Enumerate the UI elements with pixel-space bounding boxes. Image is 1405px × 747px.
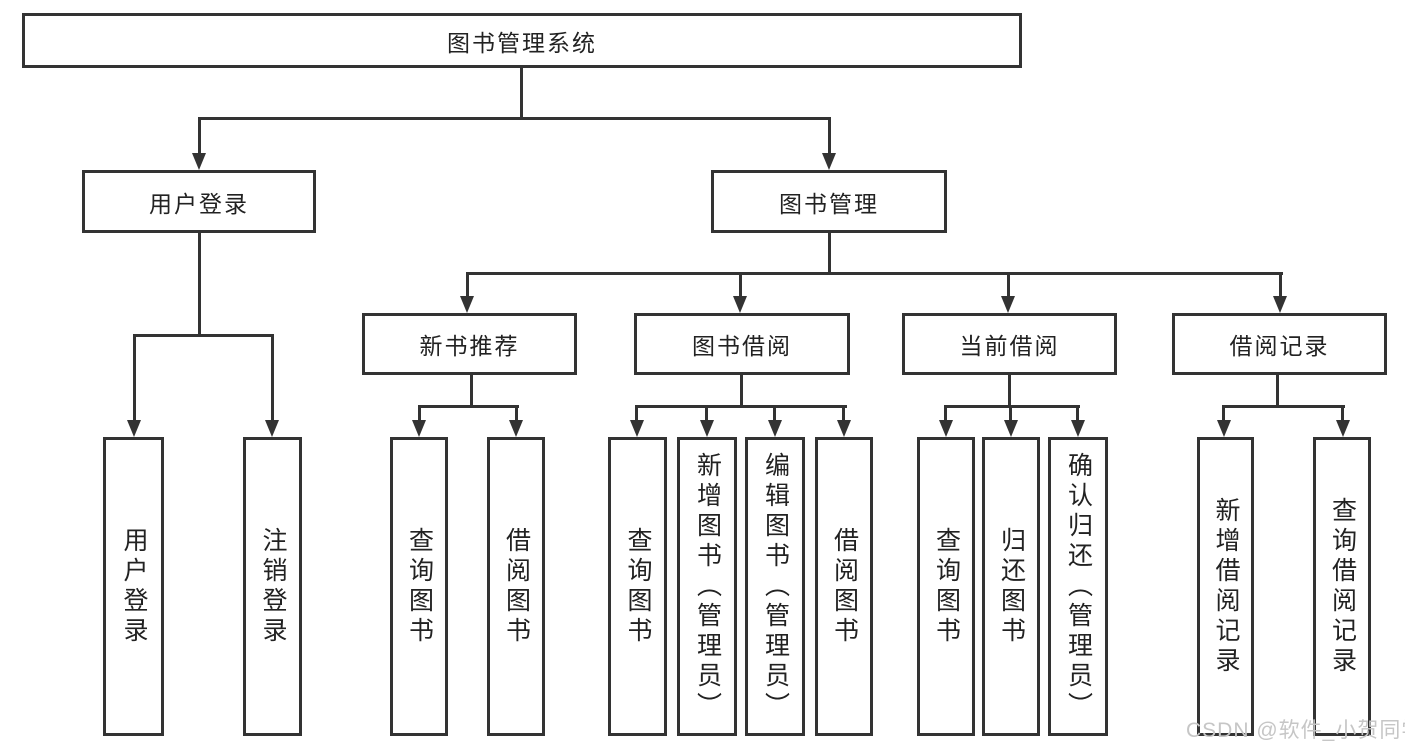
leaf-edit-books-admin: 编辑图书（管理员）: [745, 437, 805, 736]
leaf-logout-login: 注销登录: [243, 437, 302, 736]
connector-line: [636, 405, 847, 408]
leaf-query-borrow-record: 查询借阅记录: [1313, 437, 1371, 736]
arrow-down-icon: [1336, 420, 1350, 437]
node-library-system: 图书管理系统: [22, 13, 1022, 68]
connector-line: [1222, 405, 1225, 420]
connector-line: [466, 272, 1283, 275]
leaf-user-login: 用户登录: [103, 437, 164, 736]
arrow-down-icon: [768, 420, 782, 437]
connector-line: [515, 405, 518, 420]
connector-line: [1008, 375, 1011, 407]
arrow-down-icon: [265, 420, 279, 437]
connector-line: [1223, 405, 1345, 408]
arrow-down-icon: [127, 420, 141, 437]
arrow-down-icon: [1273, 296, 1287, 313]
node-book-borrowing: 图书借阅: [634, 313, 850, 375]
connector-line: [466, 272, 469, 296]
connector-line: [1276, 375, 1279, 407]
connector-line: [705, 405, 708, 420]
arrow-down-icon: [630, 420, 644, 437]
arrow-down-icon: [460, 296, 474, 313]
arrow-down-icon: [1071, 420, 1085, 437]
arrow-down-icon: [1217, 420, 1231, 437]
arrow-down-icon: [822, 153, 836, 170]
node-borrowing-records: 借阅记录: [1172, 313, 1387, 375]
node-new-book-recommendation: 新书推荐: [362, 313, 577, 375]
node-user-login: 用户登录: [82, 170, 316, 233]
leaf-confirm-return-admin: 确认归还（管理员）: [1048, 437, 1108, 736]
connector-line: [198, 117, 201, 153]
arrow-down-icon: [700, 420, 714, 437]
connector-line: [133, 334, 136, 420]
arrow-down-icon: [192, 153, 206, 170]
connector-line: [271, 334, 274, 420]
arrow-down-icon: [837, 420, 851, 437]
leaf-return-books: 归还图书: [982, 437, 1040, 736]
connector-line: [1341, 405, 1344, 420]
connector-line: [944, 405, 947, 420]
leaf-borrow-books-recommend: 借阅图书: [487, 437, 545, 736]
connector-line: [133, 334, 274, 337]
leaf-query-books-current: 查询图书: [917, 437, 975, 736]
connector-line: [1279, 272, 1282, 296]
connector-line: [828, 233, 831, 275]
connector-line: [635, 405, 638, 420]
arrow-down-icon: [1001, 296, 1015, 313]
node-current-borrowing: 当前借阅: [902, 313, 1117, 375]
leaf-query-books-recommend: 查询图书: [390, 437, 448, 736]
arrow-down-icon: [733, 296, 747, 313]
arrow-down-icon: [412, 420, 426, 437]
connector-line: [828, 117, 831, 153]
connector-line: [470, 375, 473, 407]
connector-line: [739, 272, 742, 296]
arrow-down-icon: [1004, 420, 1018, 437]
arrow-down-icon: [509, 420, 523, 437]
connector-line: [418, 405, 519, 408]
arrow-down-icon: [939, 420, 953, 437]
connector-line: [945, 405, 1080, 408]
connector-line: [1009, 405, 1012, 420]
connector-line: [520, 68, 523, 118]
connector-line: [198, 117, 831, 120]
leaf-borrow-books: 借阅图书: [815, 437, 873, 736]
node-book-management: 图书管理: [711, 170, 947, 233]
leaf-query-books-borrow: 查询图书: [608, 437, 667, 736]
connector-line: [842, 405, 845, 420]
connector-line: [1007, 272, 1010, 296]
leaf-add-books-admin: 新增图书（管理员）: [677, 437, 737, 736]
leaf-add-borrow-record: 新增借阅记录: [1197, 437, 1254, 736]
watermark: CSDN @软件_小贺同学: [1186, 719, 1405, 742]
connector-line: [773, 405, 776, 420]
connector-line: [1076, 405, 1079, 420]
connector-line: [418, 405, 421, 420]
connector-line: [198, 233, 201, 335]
connector-line: [740, 375, 743, 407]
